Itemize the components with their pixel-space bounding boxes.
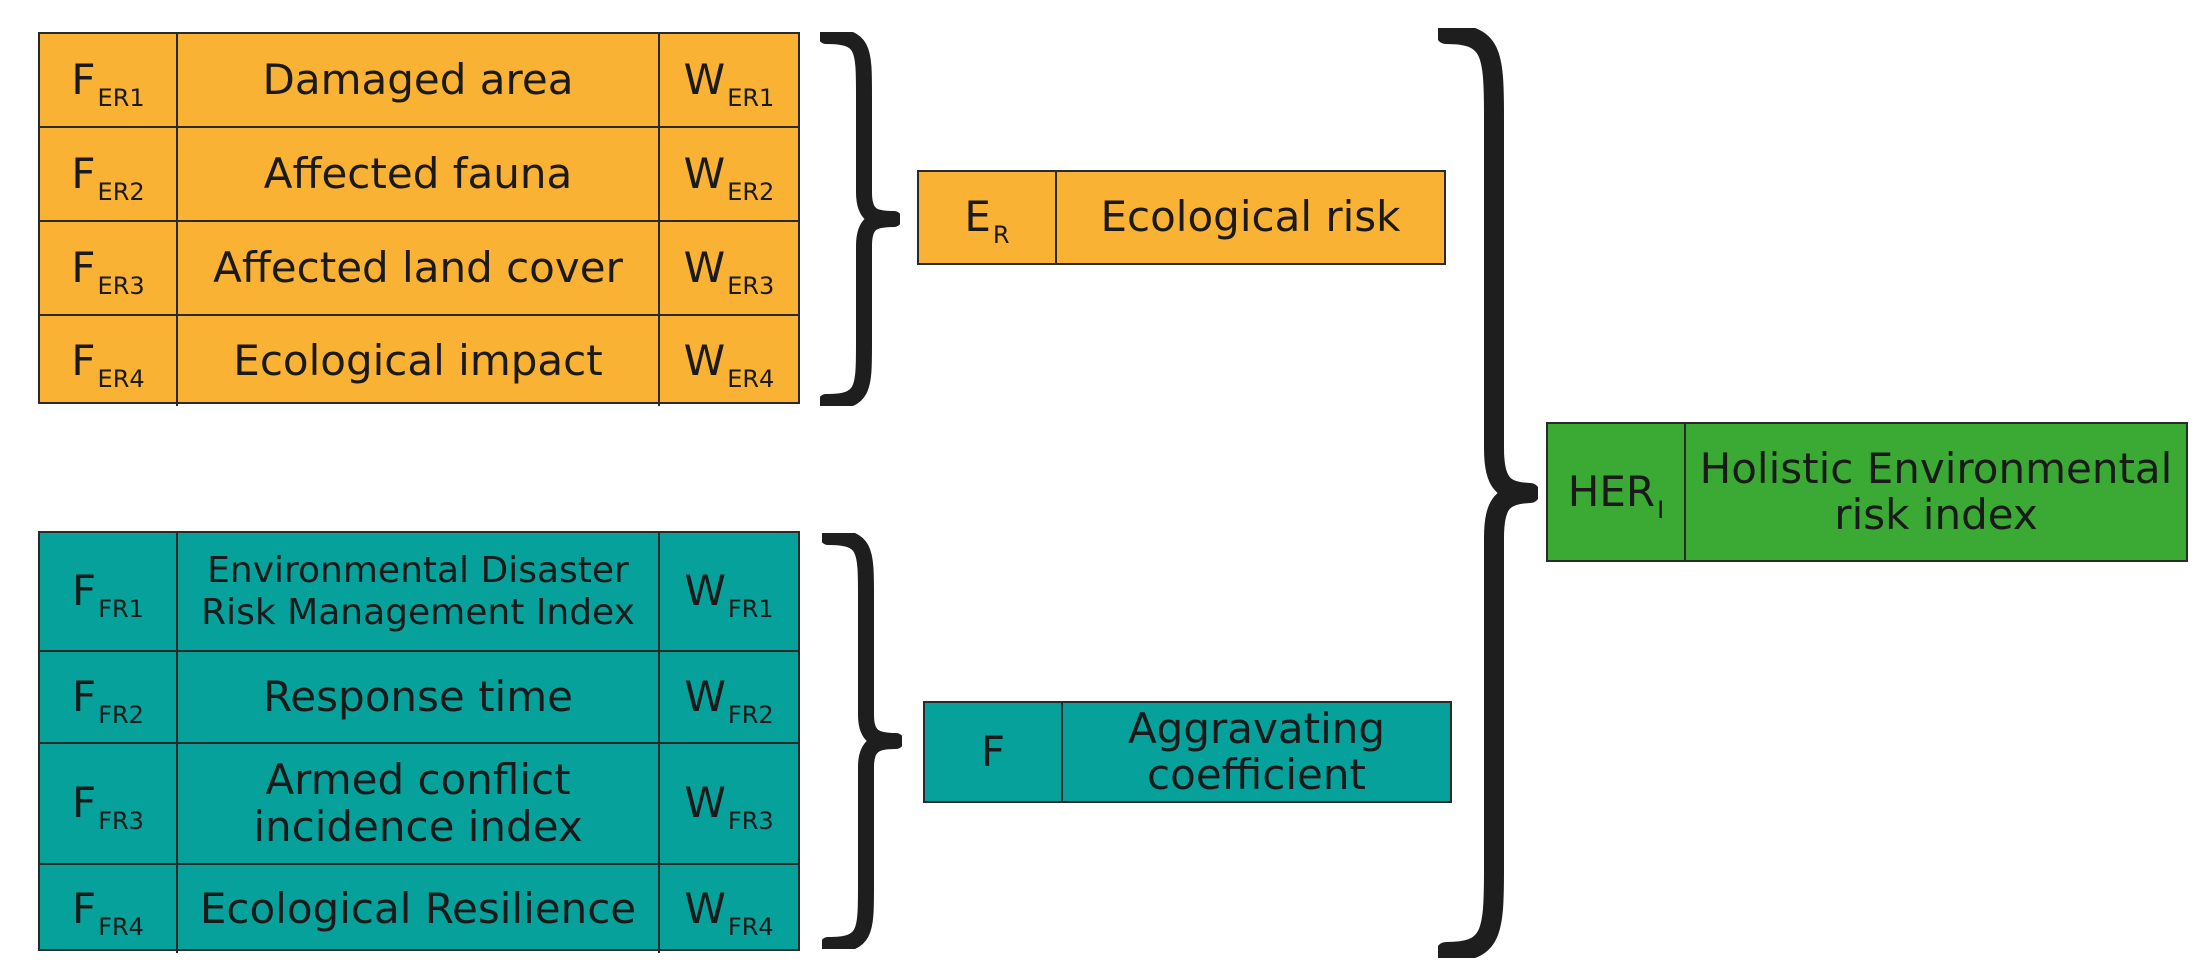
factor-label: Ecological Resilience — [178, 865, 660, 953]
factor-label: Affected land cover — [178, 222, 660, 314]
ecological-risk-label: Ecological risk — [1100, 192, 1401, 242]
factor-label: Ecological impact — [178, 316, 660, 406]
ecological-brace — [820, 32, 900, 406]
aggravating-brace — [822, 533, 902, 949]
factor-label: Response time — [178, 652, 660, 742]
factor-label: Damaged area — [178, 34, 660, 126]
factor-label: Affected fauna — [178, 128, 660, 220]
holistic-brace — [1438, 28, 1538, 958]
aggravating-coefficient-symbol: F — [925, 703, 1063, 801]
